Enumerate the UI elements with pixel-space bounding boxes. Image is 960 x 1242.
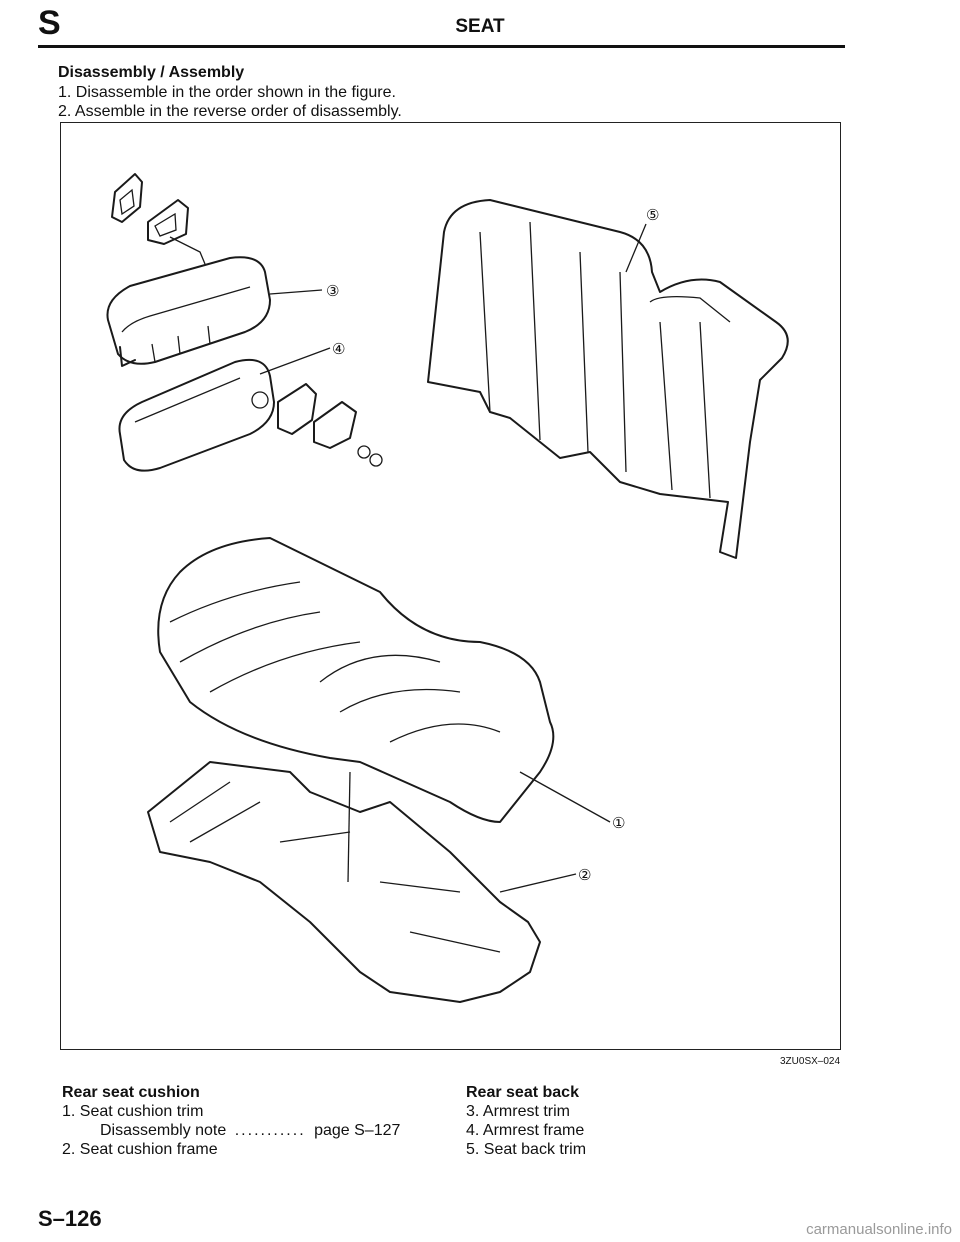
- legend-note-leader: ...........: [234, 1122, 306, 1139]
- seat-cushion-frame: [147, 761, 541, 1003]
- leader-lines: [259, 223, 647, 893]
- armrest-clip-parts: [111, 173, 206, 265]
- exploded-seat-diagram: ③ ④ ⑤ ① ②: [106, 173, 789, 1003]
- legend-note-label: Disassembly note: [100, 1122, 227, 1139]
- intro-step: 2. Assemble in the reverse order of disa…: [58, 103, 402, 120]
- header-rule: [38, 45, 845, 48]
- callout-1: ①: [612, 814, 625, 832]
- intro-heading: Disassembly / Assembly: [58, 64, 245, 81]
- seat-back-trim: [427, 199, 789, 559]
- armrest-end-caps: [277, 383, 383, 467]
- armrest-trim: [106, 256, 271, 367]
- legend-item: 5. Seat back trim: [466, 1141, 587, 1158]
- legend-note: Disassembly note ........... page S–127: [100, 1122, 400, 1140]
- legend-heading-cushion: Rear seat cushion: [62, 1084, 200, 1101]
- callout-4: ④: [332, 340, 345, 358]
- legend-item: 4. Armrest frame: [466, 1122, 585, 1139]
- figure-code: 3ZU0SX–024: [780, 1056, 841, 1067]
- intro-step: 1. Disassemble in the order shown in the…: [58, 84, 396, 101]
- legend-item: 1. Seat cushion trim: [62, 1103, 204, 1120]
- callout-5: ⑤: [646, 206, 659, 224]
- legend-note-page: page S–127: [314, 1122, 401, 1139]
- legend-item: 2. Seat cushion frame: [62, 1141, 218, 1158]
- watermark: carmanualsonline.info: [806, 1221, 952, 1238]
- figure-frame: [60, 122, 841, 1050]
- seat-cushion-trim: [157, 537, 555, 823]
- callout-2: ②: [578, 866, 591, 884]
- page-title: SEAT: [455, 16, 505, 37]
- callout-3: ③: [326, 282, 339, 300]
- page-number: S–126: [38, 1206, 102, 1231]
- armrest-frame: [118, 358, 275, 472]
- section-letter: S: [38, 4, 61, 42]
- legend-item: 3. Armrest trim: [466, 1103, 571, 1120]
- legend-heading-back: Rear seat back: [466, 1084, 579, 1101]
